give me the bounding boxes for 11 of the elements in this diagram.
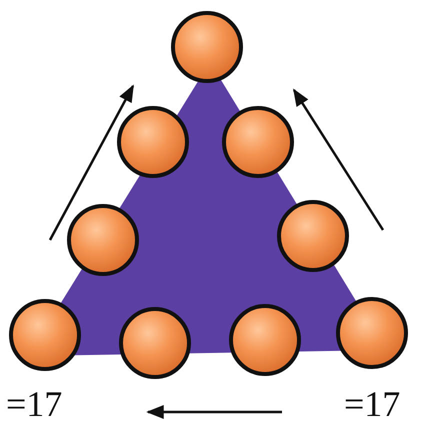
- circle-slot: [115, 104, 191, 180]
- circle-slot: [65, 202, 141, 278]
- circle-slot: [227, 302, 303, 378]
- circle-slot: [7, 297, 83, 373]
- circle-slot: [117, 305, 193, 381]
- sum-label: =17: [344, 386, 400, 422]
- circle-slot: [220, 104, 296, 180]
- circle-slot: [334, 295, 410, 371]
- circle-slot: [169, 9, 245, 85]
- sum-label: =17: [6, 386, 62, 422]
- circle-slot: [275, 198, 351, 274]
